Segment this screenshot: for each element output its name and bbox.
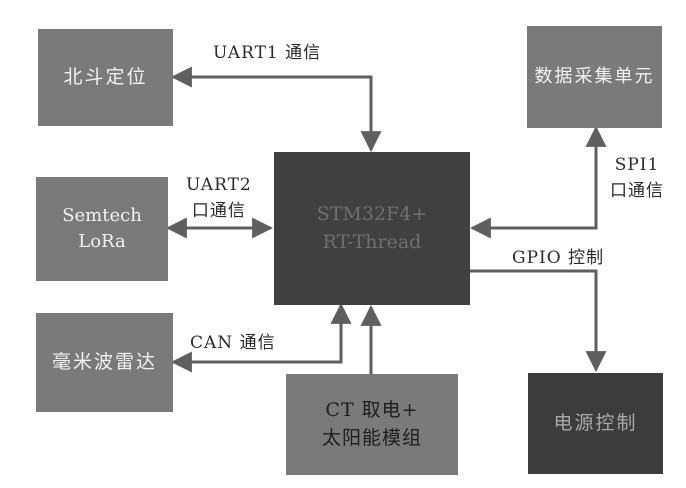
spi1-link [469,125,607,239]
can-label: CAN 通信 [190,333,276,353]
mcu-label: STM32F4+ RT-Thread [316,202,428,253]
gpio-label: GPIO 控制 [512,248,605,268]
uart2-label: UART2 口通信 [186,175,252,222]
power-supply-block: CT 取电+ 太阳能模组 [286,374,458,475]
data-acquisition-label: 数据采集单元 [534,65,655,87]
power-control-label: 电源控制 [553,411,638,434]
lora-label: Semtech LoRa [62,204,142,252]
power-supply-label: CT 取电+ 太阳能模组 [321,398,422,449]
uart1-label: UART1 通信 [213,43,322,63]
radar-block: 毫米波雷达 [36,313,173,412]
beidou-block: 北斗定位 [38,29,173,126]
can-link [170,302,352,373]
data-acquisition-block: 数据采集单元 [527,26,662,128]
uart1-link [170,66,382,153]
beidou-label: 北斗定位 [63,65,148,88]
lora-block: Semtech LoRa [36,177,168,281]
radar-label: 毫米波雷达 [51,350,157,373]
gpio-link [470,269,607,373]
spi1-label: SPI1 口通信 [610,155,664,202]
mcu-block: STM32F4+ RT-Thread [274,152,470,305]
power-control-block: 电源控制 [528,373,663,474]
